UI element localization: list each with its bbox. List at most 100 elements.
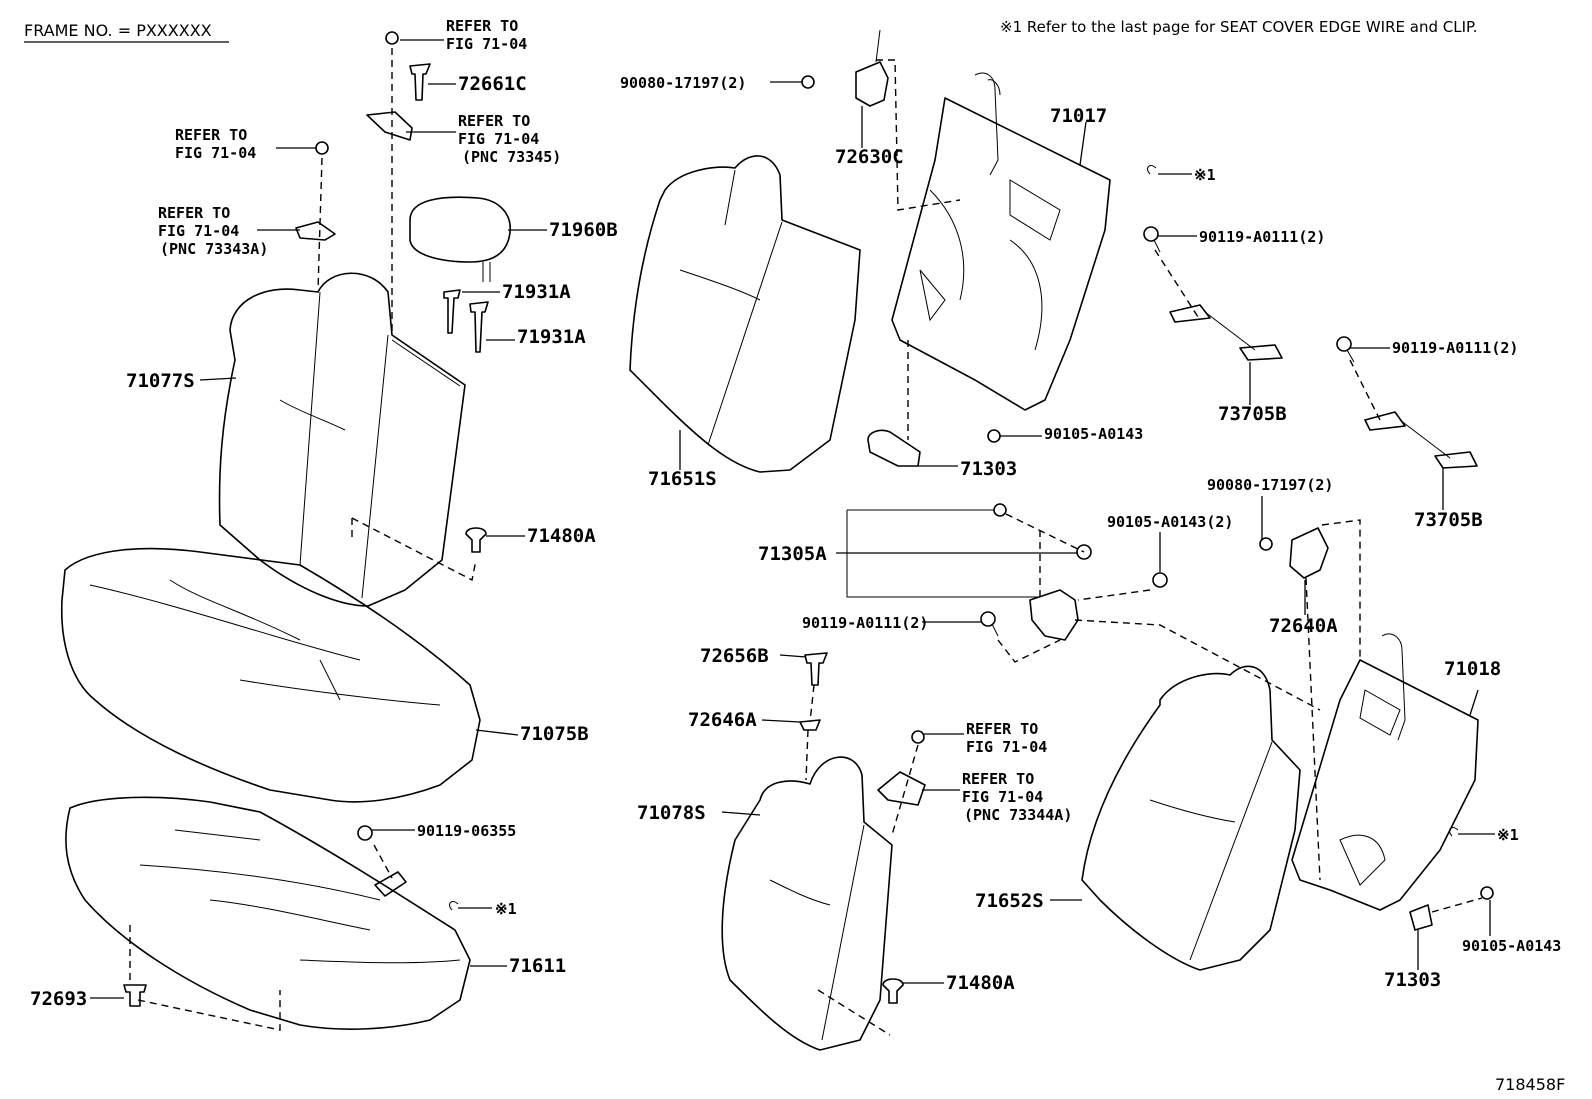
bolt-refer-left [315, 141, 329, 155]
callout-refer-4a: REFER TO [158, 204, 230, 222]
callout-p72656B: 72656B [700, 645, 769, 667]
seat-cushion-cover-71075B [60, 547, 481, 803]
leader-line [721, 811, 761, 816]
callout-p71931A-1: 71931A [502, 281, 571, 303]
callout-refer-6a: REFER TO [962, 770, 1034, 788]
frame-number: FRAME NO. = PXXXXXX [24, 21, 212, 40]
callout-refer-3a: REFER TO [175, 126, 247, 144]
callout-p90080-2: 90080-17197(2) [1207, 476, 1333, 494]
callout-p90119-A0111-3: 90119-A0111(2) [802, 614, 928, 632]
bracket-73705B-a [1169, 304, 1283, 361]
callout-p73705B-2: 73705B [1414, 509, 1483, 531]
callout-p72640A: 72640A [1269, 615, 1338, 637]
seatback-frame-71017 [891, 72, 1111, 411]
pin-72661C [409, 63, 431, 101]
bolt-90105-A0143-center [1152, 572, 1168, 588]
footnote: ※1 Refer to the last page for SEAT COVER… [1000, 18, 1477, 36]
headrest-guides-71931A [443, 289, 489, 353]
callout-refer-4c: (PNC 73343A) [160, 240, 268, 258]
edge-wire-clip-icon-b [1147, 165, 1157, 175]
clip-71480A-lower [882, 978, 904, 1004]
callout-p71960B: 71960B [549, 219, 618, 241]
bolt-90105-A0143-upper [987, 429, 1001, 443]
cover-refer-73345 [366, 111, 413, 141]
edge-wire-clip-icon-a [449, 901, 459, 911]
callout-p71611: 71611 [509, 955, 566, 977]
callout-p90105-A0143-2: 90105-A0143(2) [1107, 513, 1233, 531]
callout-p72630C: 72630C [835, 146, 904, 168]
callout-p71017: 71017 [1050, 105, 1107, 127]
recliner-72630C [855, 29, 889, 107]
cover-refer-73344A [877, 771, 926, 806]
seatback-pad-71652S [1081, 665, 1301, 971]
callout-refer-3b: FIG 71-04 [175, 144, 256, 162]
callout-p90119-A0111-1: 90119-A0111(2) [1199, 228, 1325, 246]
center-hinge-bracket [1029, 589, 1079, 641]
recliner-72640A [1289, 527, 1329, 579]
callout-refer-2c: (PNC 73345) [462, 148, 561, 166]
bolt-90105-A0143-lower [1480, 886, 1494, 900]
callout-p72646A: 72646A [688, 709, 757, 731]
seatback-pad-71651S [629, 155, 861, 473]
bushing-71305A-a [993, 503, 1007, 517]
callout-p72693: 72693 [30, 988, 87, 1010]
leader-line [779, 654, 807, 658]
callout-p71303-2: 71303 [1384, 969, 1441, 991]
seat-cushion-pad-71611 [65, 796, 471, 1030]
seatback-frame-71018 [1291, 633, 1479, 911]
callout-p71305A: 71305A [758, 543, 827, 565]
callout-refer-5b: FIG 71-04 [966, 738, 1047, 756]
callout-p90105-A0143-3: 90105-A0143 [1462, 937, 1561, 955]
headrest-71960B [409, 196, 511, 282]
callout-p71303-1: 71303 [960, 458, 1017, 480]
callout-p71077S: 71077S [126, 370, 195, 392]
callout-refer-2b: FIG 71-04 [458, 130, 539, 148]
bolt-90119-06355 [357, 825, 373, 841]
callout-p71018: 71018 [1444, 658, 1501, 680]
nut-90080-17197-lower [1259, 537, 1273, 551]
figure-id: 718458F [1495, 1075, 1565, 1094]
callout-p90119-06355: 90119-06355 [417, 822, 516, 840]
bolt-90119-A0111-b [1336, 336, 1355, 363]
callout-p73705B-1: 73705B [1218, 403, 1287, 425]
callout-p71931A-2: 71931A [517, 326, 586, 348]
callout-p71651S: 71651S [648, 468, 717, 490]
leader-lines [90, 39, 1495, 999]
clip-72646A [799, 719, 821, 731]
callout-ref1-c: ※1 [1497, 826, 1519, 844]
callout-refer-4b: FIG 71-04 [158, 222, 239, 240]
bolt-refer-top [385, 31, 399, 45]
leader-line [1079, 121, 1087, 166]
callout-refer-6b: FIG 71-04 [962, 788, 1043, 806]
hinge-71303-lower [1409, 904, 1433, 931]
nut-90080-17197-top [801, 75, 815, 89]
callout-p71480A-2: 71480A [946, 972, 1015, 994]
leader-line [761, 719, 801, 723]
callout-refer-1a: REFER TO [446, 17, 518, 35]
callout-refer-2a: REFER TO [458, 112, 530, 130]
leader-line [1469, 689, 1479, 716]
callout-p71480A-1: 71480A [527, 525, 596, 547]
clip-71480A-upper [465, 527, 487, 553]
cover-refer-73343A [295, 221, 336, 241]
callout-refer-5a: REFER TO [966, 720, 1038, 738]
bolt-90119-A0111-c [980, 611, 999, 637]
callout-p90119-A0111-2: 90119-A0111(2) [1392, 339, 1518, 357]
bolt-90119-A0111-a [1143, 226, 1161, 253]
leader-line [199, 377, 237, 381]
assembly-dashed-lines [129, 48, 1483, 1036]
bushing-bracket-line [846, 509, 1040, 598]
bracket-left-small [374, 871, 407, 897]
bushing-71305A-b [1076, 544, 1092, 560]
bracket-73705B-b [1364, 411, 1478, 469]
seatback-cover-71078S [721, 756, 893, 1051]
callout-p71652S: 71652S [975, 890, 1044, 912]
callout-ref1-b: ※1 [1194, 166, 1216, 184]
callout-p71078S: 71078S [637, 802, 706, 824]
callout-p90080-1: 90080-17197(2) [620, 74, 746, 92]
callout-refer-1b: FIG 71-04 [446, 35, 527, 53]
clip-72693 [123, 984, 147, 1007]
callout-ref1-a: ※1 [495, 900, 517, 918]
